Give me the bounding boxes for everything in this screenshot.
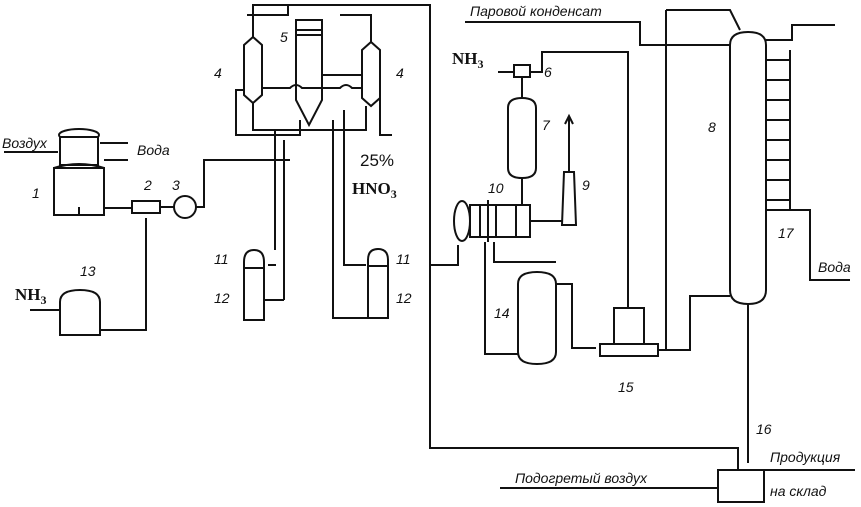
- label-air: Воздух: [2, 135, 48, 151]
- number-1: 1: [32, 185, 40, 201]
- unit-13-ammonia-tank: [59, 288, 101, 336]
- unit-8-granulation-tower: [729, 30, 767, 306]
- label-product-1: Продукция: [770, 449, 841, 465]
- number-2: 2: [143, 177, 152, 193]
- number-11-right: 11: [396, 251, 411, 267]
- unit-11-12-right-tank: [367, 247, 389, 319]
- number-4-left: 4: [214, 65, 222, 81]
- label-water-out: Вода: [818, 259, 851, 275]
- label-heated-air: Подогретый воздух: [515, 470, 648, 486]
- unit-9-cyclone: [560, 171, 578, 226]
- water-inlet-line: [100, 142, 128, 161]
- unit-14-tank: [517, 270, 557, 366]
- label-nh3-left: NH3: [15, 285, 47, 307]
- unit-16-cooler: [717, 469, 765, 503]
- unit-3-compressor: [173, 195, 197, 219]
- unit-5-absorption-column: [295, 19, 323, 128]
- number-3: 3: [172, 177, 180, 193]
- number-17: 17: [778, 225, 795, 241]
- number-7: 7: [542, 117, 551, 133]
- number-11-left: 11: [214, 251, 229, 267]
- number-12-left: 12: [214, 290, 230, 306]
- label-water-1: Вода: [137, 142, 170, 158]
- number-4-right: 4: [396, 65, 404, 81]
- unit-2-mixer: [131, 200, 161, 214]
- unit-1-mixer: [53, 128, 105, 216]
- number-9: 9: [582, 177, 590, 193]
- steam-condensate-line: [465, 21, 730, 46]
- number-10: 10: [488, 180, 504, 196]
- number-13: 13: [80, 263, 96, 279]
- unit-4-right-heat-exchanger: [361, 40, 381, 108]
- unit-11-12-left-tank: [243, 248, 265, 321]
- unit-7-evaporator: [507, 96, 537, 180]
- label-acid-formula: HNO3: [352, 179, 397, 201]
- number-6: 6: [544, 64, 552, 80]
- unit-15-pump: [599, 307, 659, 357]
- unit-4-left-heat-exchanger: [243, 35, 263, 105]
- number-15: 15: [618, 379, 634, 395]
- label-acid-percent: 25%: [360, 151, 394, 170]
- label-steam-condensate: Паровой конденсат: [470, 3, 602, 19]
- unit-6-dosing: [513, 64, 531, 78]
- number-12-right: 12: [396, 290, 412, 306]
- unit-10-reactor: [453, 200, 531, 242]
- label-product-2: на склад: [770, 483, 827, 499]
- number-8: 8: [708, 119, 716, 135]
- number-14: 14: [494, 305, 510, 321]
- label-nh3-mid: NH3: [452, 49, 484, 71]
- number-16: 16: [756, 421, 772, 437]
- number-5: 5: [280, 29, 288, 45]
